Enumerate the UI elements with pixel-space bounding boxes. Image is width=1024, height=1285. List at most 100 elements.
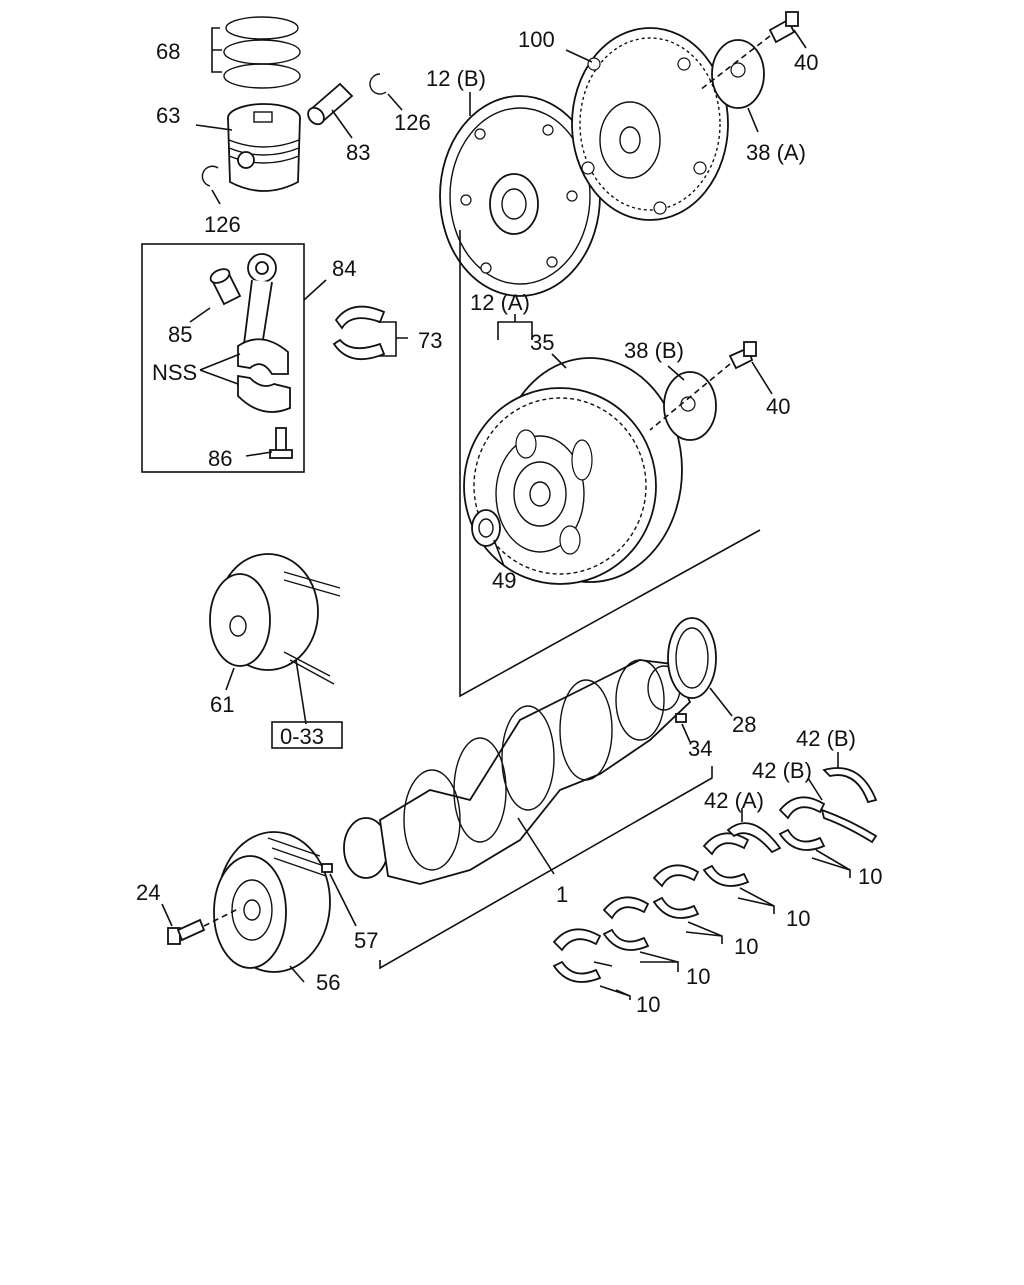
leader-73 [378,321,408,357]
label-10b: 10 [786,906,810,931]
label-73: 73 [418,328,442,353]
label-84: 84 [332,256,356,281]
conrod-box [141,243,305,473]
leader-10d [593,951,679,972]
label-1: 1 [556,882,568,907]
conrod-bolt [269,427,293,459]
label-nss: NSS [152,360,197,385]
leader-12a [497,314,533,340]
flywheel [571,27,729,221]
leader-033 [295,659,307,725]
label-38b: 38 (B) [624,338,684,363]
label-42a: 42 (A) [704,788,764,813]
outline-bracket [459,230,761,698]
bracket-1 [379,766,713,970]
leader-126-lower [211,189,221,205]
leader-83 [331,109,353,139]
leader-28 [709,687,733,717]
label-40-lower: 40 [766,394,790,419]
label-34: 34 [688,736,712,761]
label-38a: 38 (A) [746,140,806,165]
label-24: 24 [136,880,160,905]
label-63: 63 [156,103,180,128]
label-10d: 10 [686,964,710,989]
pin-57 [321,863,333,873]
leader-38a [747,107,759,133]
flexplate [439,95,601,297]
leader-10c [685,921,723,944]
pilot-bearing [471,509,501,547]
label-12b: 12 (B) [426,66,486,91]
conrod-bearings [332,305,386,361]
label-56: 56 [316,970,340,995]
ref-box-033 [271,721,343,749]
label-68: 68 [156,39,180,64]
piston [227,103,301,192]
leader-nss [199,353,241,385]
leader-10a [811,849,851,878]
crankshaft [343,659,692,885]
leader-35 [551,353,567,369]
leader-63 [195,124,233,131]
label-100: 100 [518,27,555,52]
label-86: 86 [208,446,232,471]
piston-rings [223,16,301,89]
leader-84 [303,279,327,301]
label-10e: 10 [636,992,660,1017]
pulley-61 [209,553,341,685]
leader-34 [681,723,691,743]
label-83: 83 [346,140,370,165]
label-35: 35 [530,330,554,355]
label-033: 0-33 [280,724,324,749]
label-12a: 12 (A) [470,290,530,315]
main-bearings [552,767,878,983]
label-49: 49 [492,568,516,593]
leader-126-upper [387,93,403,111]
axis-upper [699,35,771,91]
label-61: 61 [210,692,234,717]
leader-42b-lower [807,777,823,801]
leader-24 [161,903,173,927]
piston-pin [307,82,354,126]
label-40-upper: 40 [794,50,818,75]
plate-38a [711,39,765,109]
axis-lower [649,363,731,431]
label-10a: 10 [858,864,882,889]
snap-ring-upper [369,73,387,95]
bolt-40-lower [728,341,757,370]
leader-85 [189,307,211,323]
key-34 [675,713,687,723]
leader-1 [517,817,555,875]
crank-gear [667,617,717,699]
leader-40-lower [751,361,773,395]
leader-49 [493,539,505,567]
leader-100 [565,49,593,63]
label-10c: 10 [734,934,758,959]
leader-68 [211,27,222,73]
leader-61 [225,667,235,691]
label-85: 85 [168,322,192,347]
label-126-upper: 126 [394,110,431,135]
leader-86 [245,451,273,457]
leader-40-upper [793,29,807,49]
leader-57 [329,873,357,927]
snap-ring-lower [201,165,219,187]
leader-38b [667,365,685,381]
crank-pulley [213,831,331,973]
leader-56 [289,965,305,983]
label-42b-upper: 42 (B) [796,726,856,751]
leader-10b [737,887,775,914]
flywheel-assembly [463,357,683,585]
label-42b-lower: 42 (B) [752,758,812,783]
bolt-40-upper [768,11,799,44]
connecting-rod [237,253,291,413]
plate-38b [663,371,717,441]
leader-10e [599,985,631,1000]
bolt-24 [167,918,206,945]
small-end-bushing [209,268,242,306]
label-28: 28 [732,712,756,737]
label-57: 57 [354,928,378,953]
label-126-lower: 126 [204,212,241,237]
